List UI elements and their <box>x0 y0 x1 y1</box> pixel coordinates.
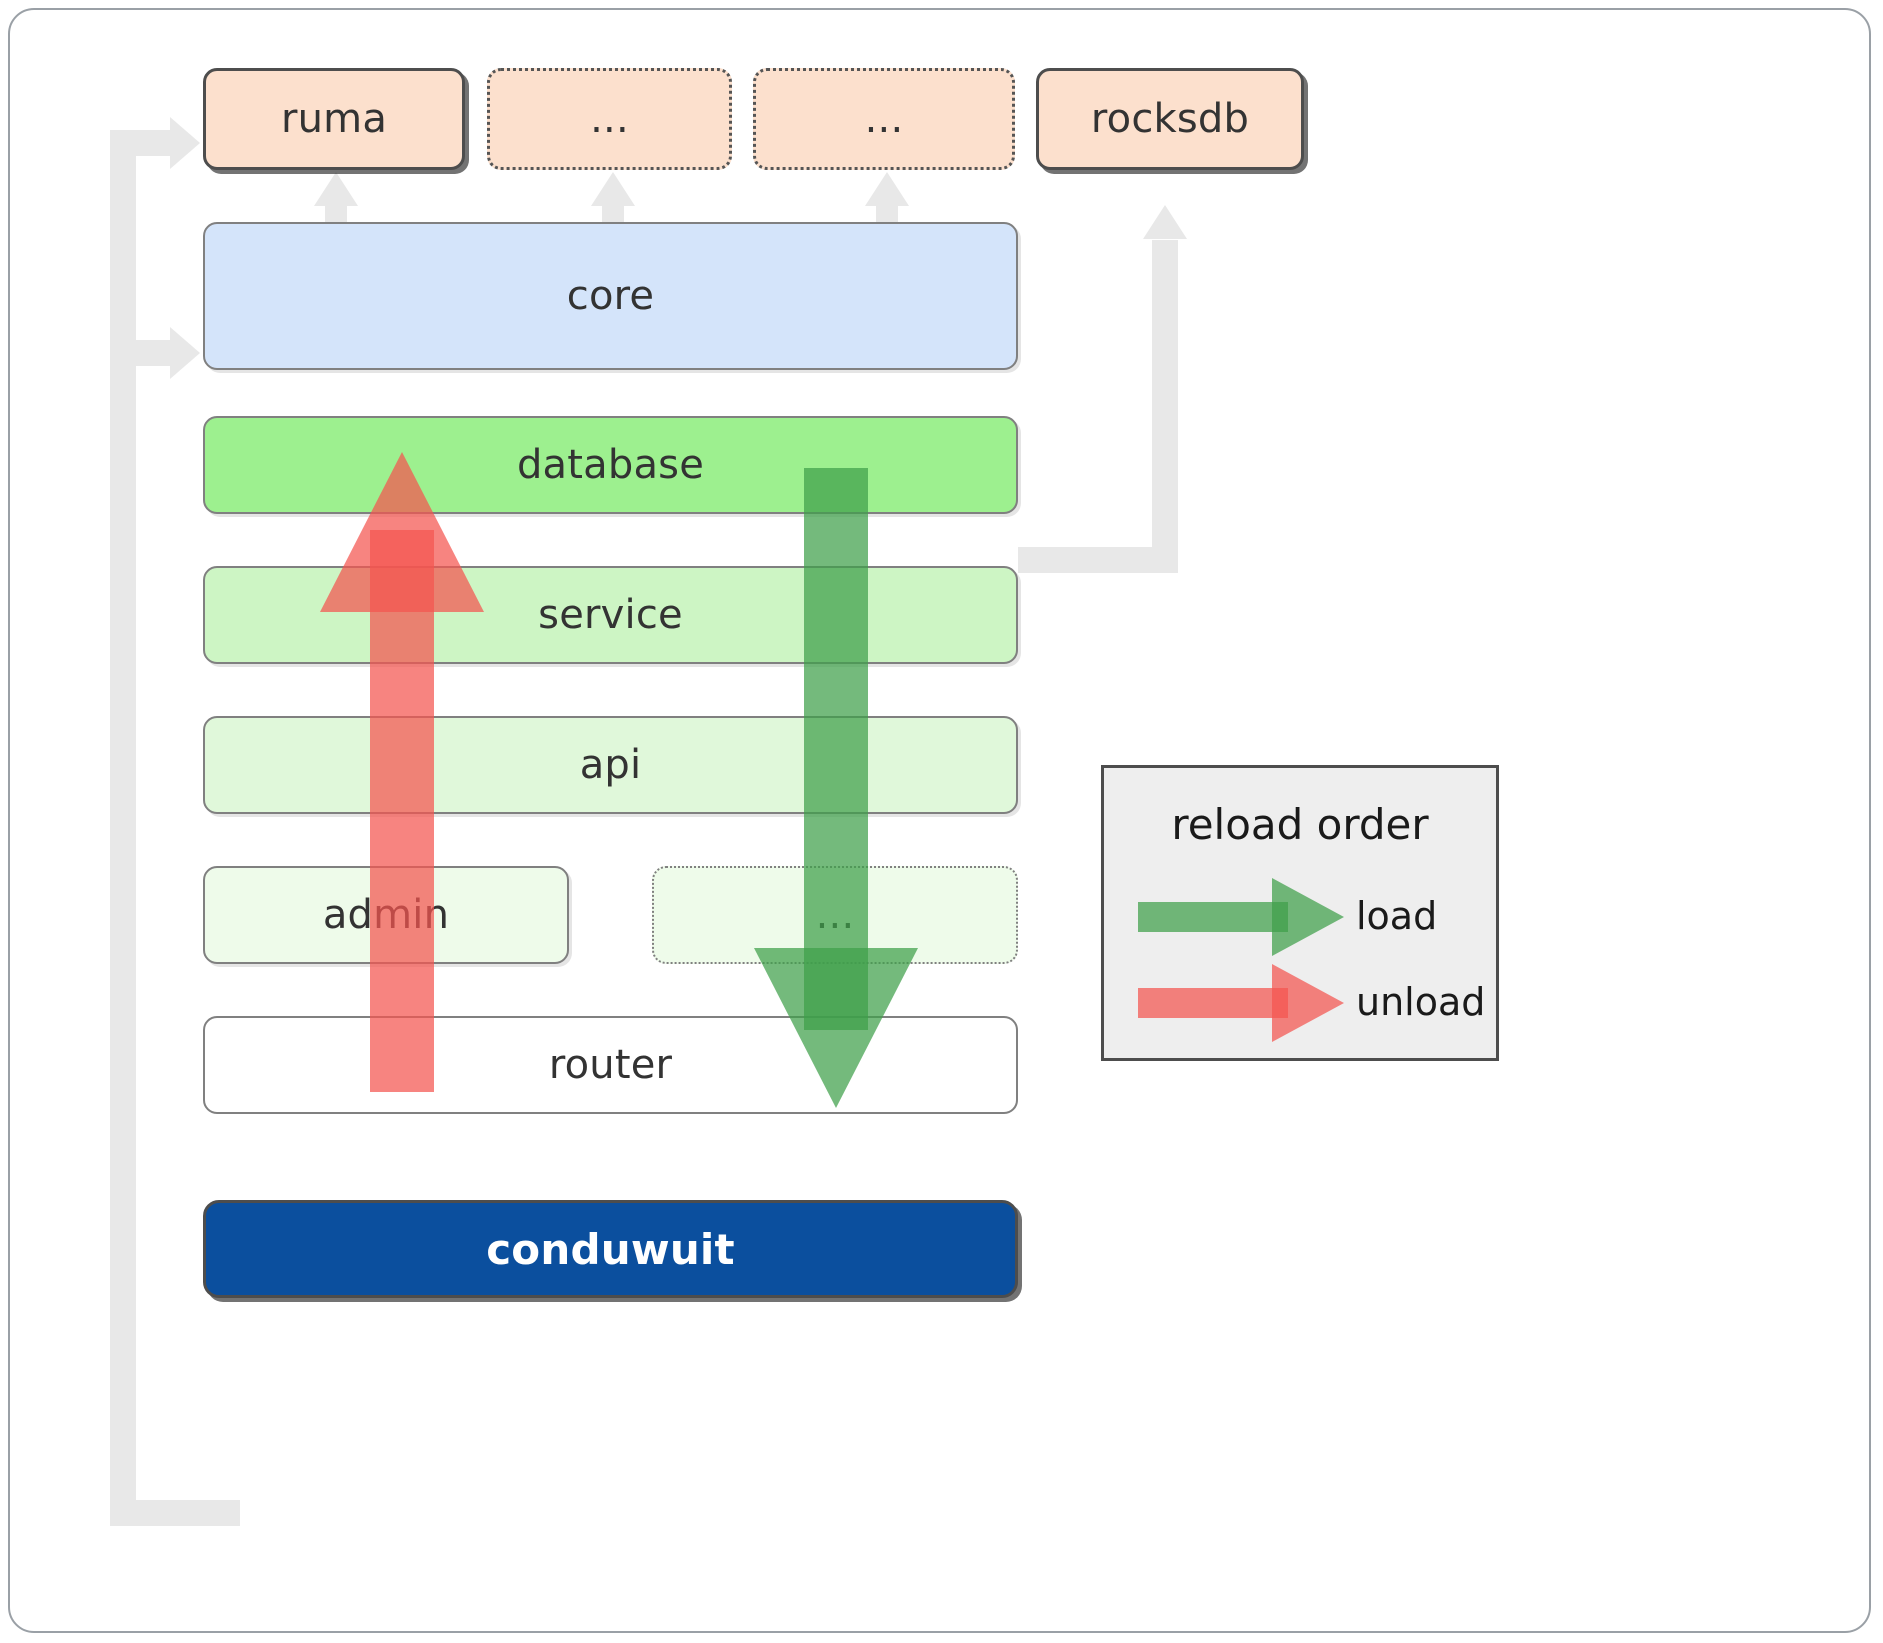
legend-row-unload: unload <box>1104 964 1496 1042</box>
node-service-label: service <box>538 592 683 638</box>
legend-label-load: load <box>1356 894 1438 938</box>
node-top-dots-2[interactable]: ... <box>753 68 1015 170</box>
node-api-label: api <box>579 742 642 788</box>
node-database-label: database <box>516 442 705 488</box>
connector-arrowhead-core <box>170 327 200 379</box>
connector-database-to-rocksdb-v <box>1152 240 1178 570</box>
node-core[interactable]: core <box>203 222 1018 370</box>
connector-arrowhead-ruma <box>170 117 200 169</box>
node-rocksdb-label: rocksdb <box>1090 96 1250 142</box>
arrow-down-icon <box>754 948 918 1108</box>
node-conduwuit-label: conduwuit <box>486 1224 735 1274</box>
connector-conduwuit-bottom <box>110 1500 240 1526</box>
node-top-dots-1-label: ... <box>590 96 629 142</box>
legend-row-load: load <box>1104 878 1496 956</box>
connector-spine-to-core <box>110 340 170 366</box>
node-router-label: router <box>548 1042 673 1088</box>
connector-spine-to-ruma <box>110 130 170 156</box>
arrow-right-icon <box>1272 878 1344 956</box>
load-flow-arrow <box>754 468 918 1108</box>
legend-title: reload order <box>1171 800 1429 849</box>
node-ruma-label: ruma <box>280 96 388 142</box>
legend-label-unload: unload <box>1356 980 1486 1024</box>
node-ruma[interactable]: ruma <box>203 68 465 170</box>
connector-database-to-rocksdb-h <box>1018 547 1178 573</box>
node-conduwuit[interactable]: conduwuit <box>203 1200 1018 1298</box>
node-top-dots-1[interactable]: ... <box>487 68 732 170</box>
node-core-label: core <box>566 273 655 319</box>
node-rocksdb[interactable]: rocksdb <box>1036 68 1304 170</box>
unload-flow-arrow <box>320 452 484 1092</box>
legend-panel: reload order load unload <box>1101 765 1499 1061</box>
arrow-right-icon <box>1272 964 1344 1042</box>
connector-arrowhead-rocksdb <box>1121 205 1209 265</box>
node-top-dots-2-label: ... <box>864 96 904 142</box>
